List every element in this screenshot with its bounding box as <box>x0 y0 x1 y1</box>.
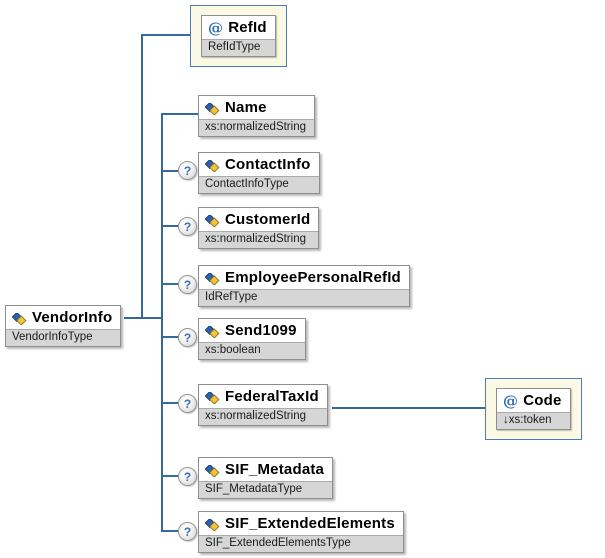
optional-indicator-icon: ? <box>178 522 197 541</box>
node-sifextendedelements-label: SIF_ExtendedElements <box>225 515 395 532</box>
connector-sifextendedelements-stub <box>161 530 187 532</box>
element-icon <box>204 158 220 173</box>
node-refid[interactable]: @ RefId RefIdType <box>201 15 276 57</box>
connector-employeepersonalrefid-stub <box>161 283 187 285</box>
node-contactinfo[interactable]: ContactInfo ContactInfoType <box>198 152 320 194</box>
node-contactinfo-label: ContactInfo <box>225 156 311 173</box>
element-icon <box>204 271 220 286</box>
node-name-type: xs:normalizedString <box>199 119 314 136</box>
node-name[interactable]: Name xs:normalizedString <box>198 95 315 137</box>
element-icon <box>11 311 27 326</box>
node-send1099-label: Send1099 <box>225 322 297 339</box>
node-send1099[interactable]: Send1099 xs:boolean <box>198 318 306 360</box>
node-refid-title: @ RefId <box>202 16 275 39</box>
node-sifmetadata-type: SIF_MetadataType <box>199 481 333 498</box>
node-sifextendedelements-type: SIF_ExtendedElementsType <box>199 535 403 552</box>
node-sifextendedelements[interactable]: SIF_ExtendedElements SIF_ExtendedElement… <box>198 511 404 553</box>
node-customerid-title: CustomerId <box>199 208 319 231</box>
attribute-icon: @ <box>503 391 519 410</box>
connector-federaltaxid-stub <box>161 402 187 404</box>
node-refid-label: RefId <box>228 19 267 36</box>
optional-indicator-icon: ? <box>178 275 197 294</box>
connector-customerid-stub <box>161 225 187 227</box>
optional-indicator-icon: ? <box>178 161 197 180</box>
node-employeepersonalrefid-title: EmployeePersonalRefId <box>199 266 409 289</box>
node-contactinfo-type: ContactInfoType <box>199 176 319 193</box>
node-send1099-title: Send1099 <box>199 319 305 342</box>
element-icon <box>204 517 220 532</box>
element-icon <box>204 101 220 116</box>
node-name-label: Name <box>225 99 267 116</box>
node-code-title: @ Code <box>497 389 570 412</box>
node-federaltaxid-label: FederalTaxId <box>225 388 319 405</box>
node-code-label: Code <box>523 392 562 409</box>
node-sifextendedelements-title: SIF_ExtendedElements <box>199 512 403 535</box>
node-sifmetadata[interactable]: SIF_Metadata SIF_MetadataType <box>198 457 334 499</box>
connector-sifmetadata-stub <box>161 475 187 477</box>
element-icon <box>204 390 220 405</box>
node-customerid[interactable]: CustomerId xs:normalizedString <box>198 207 320 249</box>
node-federaltaxid-title: FederalTaxId <box>199 385 327 408</box>
node-federaltaxid-type: xs:normalizedString <box>199 408 327 425</box>
node-send1099-type: xs:boolean <box>199 342 305 359</box>
connector-root-trunk <box>124 317 163 319</box>
connector-send1099-stub <box>161 336 187 338</box>
attribute-icon: @ <box>208 18 224 37</box>
element-icon <box>204 463 220 478</box>
connector-name-stub <box>161 113 201 115</box>
node-employeepersonalrefid[interactable]: EmployeePersonalRefId IdRefType <box>198 265 410 307</box>
node-employeepersonalrefid-type: IdRefType <box>199 289 409 306</box>
optional-indicator-icon: ? <box>178 217 197 236</box>
node-code-type: ↓xs:token <box>497 412 570 429</box>
node-vendorinfo-type: VendorInfoType <box>6 329 121 346</box>
attribute-container-code: @ Code ↓xs:token <box>485 378 582 440</box>
node-employeepersonalrefid-label: EmployeePersonalRefId <box>225 269 401 286</box>
connector-contactinfo-stub <box>161 170 187 172</box>
optional-indicator-icon: ? <box>178 394 197 413</box>
element-icon <box>204 213 220 228</box>
attribute-container-refid: @ RefId RefIdType <box>190 5 287 67</box>
node-vendorinfo-title: VendorInfo <box>6 306 121 329</box>
connector-code-stub <box>332 407 485 409</box>
optional-indicator-icon: ? <box>178 467 197 486</box>
node-code[interactable]: @ Code ↓xs:token <box>496 388 571 430</box>
node-sifmetadata-title: SIF_Metadata <box>199 458 333 481</box>
connector-refid-vertical <box>141 34 143 319</box>
node-customerid-label: CustomerId <box>225 211 311 228</box>
connector-children-vertical <box>161 113 163 532</box>
node-federaltaxid[interactable]: FederalTaxId xs:normalizedString <box>198 384 328 426</box>
node-contactinfo-title: ContactInfo <box>199 153 319 176</box>
optional-indicator-icon: ? <box>178 328 197 347</box>
node-vendorinfo[interactable]: VendorInfo VendorInfoType <box>5 305 122 347</box>
node-name-title: Name <box>199 96 314 119</box>
node-sifmetadata-label: SIF_Metadata <box>225 461 325 478</box>
node-customerid-type: xs:normalizedString <box>199 231 319 248</box>
element-icon <box>204 324 220 339</box>
node-vendorinfo-label: VendorInfo <box>32 309 113 326</box>
node-refid-type: RefIdType <box>202 39 275 56</box>
connector-refid-stub <box>141 34 191 36</box>
